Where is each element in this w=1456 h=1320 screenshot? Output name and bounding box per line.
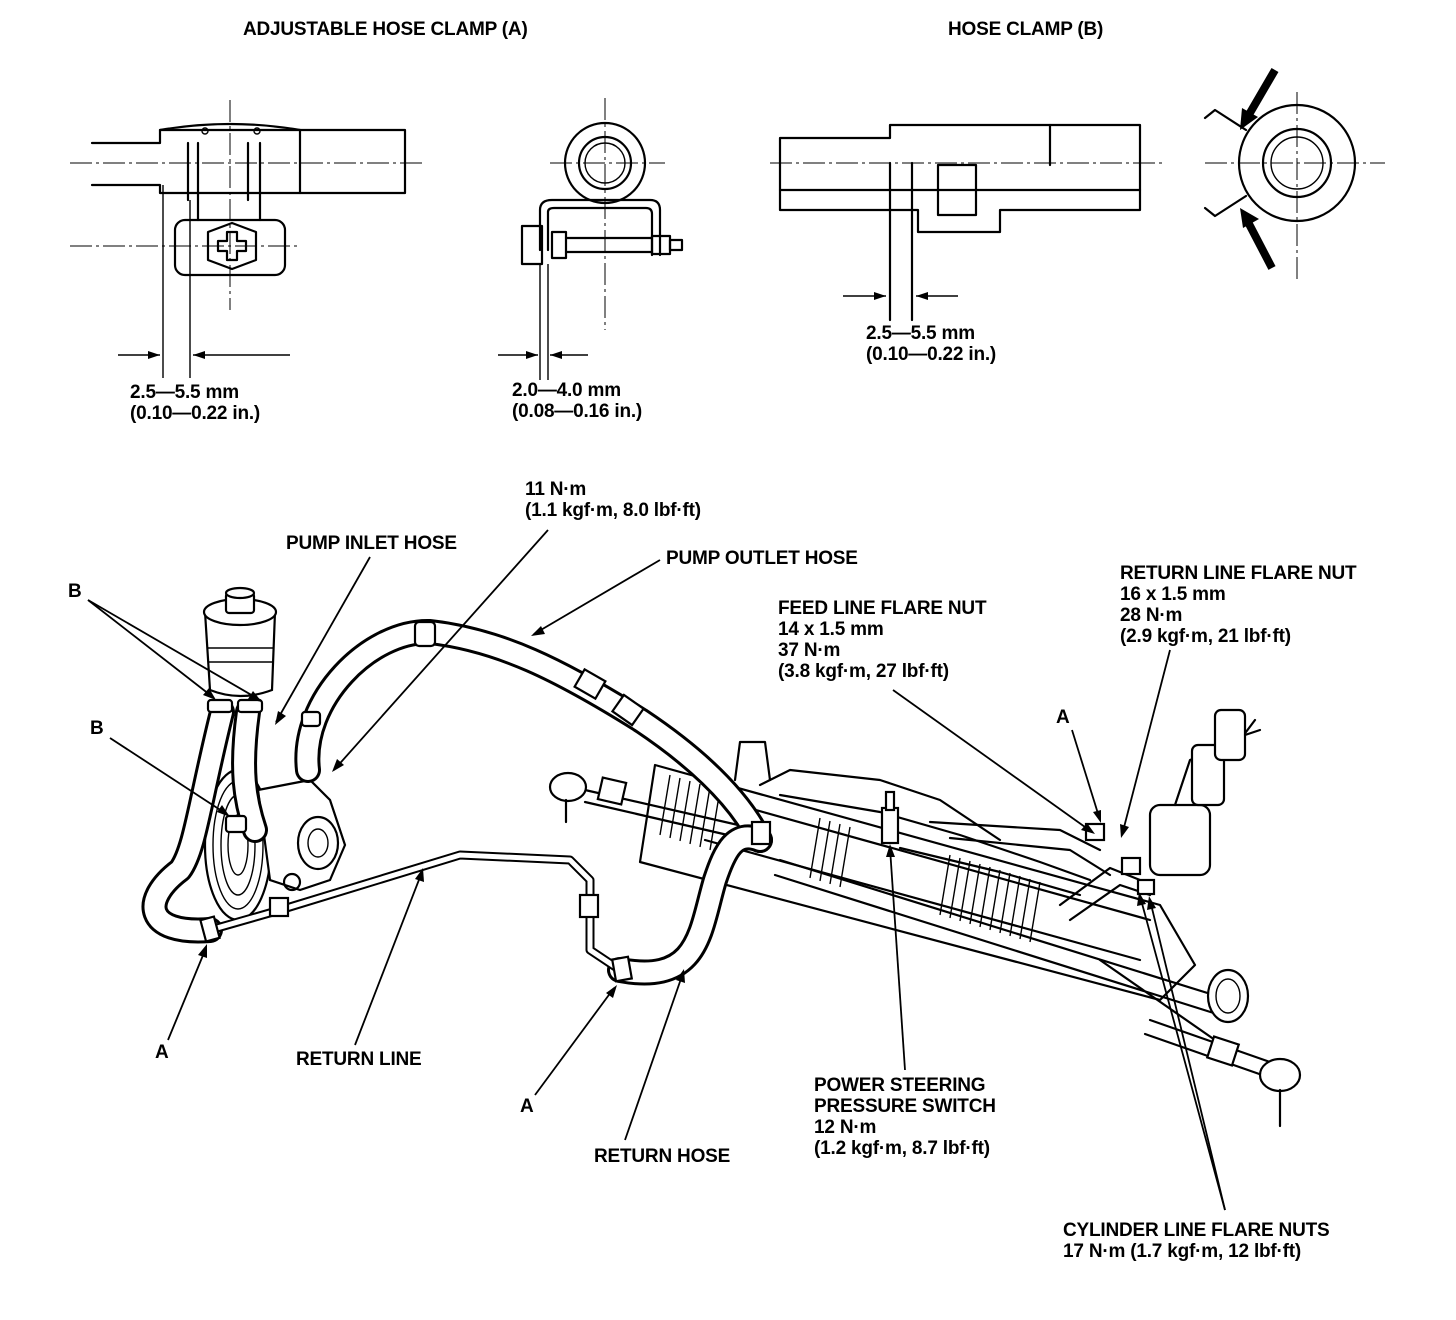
hoses (141, 619, 773, 986)
clamp-a-side-view (70, 100, 425, 378)
pressure-switch-title-1: POWER STEERING (814, 1075, 986, 1096)
pump-bolt-torque-nm: 11 N·m (525, 479, 587, 500)
clamp-a-title: ADJUSTABLE HOSE CLAMP (A) (243, 19, 528, 40)
return-line-flare-nut-size: 16 x 1.5 mm (1120, 584, 1226, 605)
dim-a-side: 2.5—5.5 mm (0.10—0.22 in.) (130, 382, 260, 424)
cylinder-flare-nuts-title: CYLINDER LINE FLARE NUTS (1063, 1220, 1330, 1241)
clamp-b-end-view (1203, 67, 1385, 280)
leader-lines (87, 529, 1226, 1211)
cylinder-flare-nuts-torque: 17 N·m (1.7 kgf·m, 12 lbf·ft) (1063, 1241, 1302, 1262)
feed-line-flare-nut-label: FEED LINE FLARE NUT 14 x 1.5 mm 37 N·m (… (778, 598, 987, 682)
dim-a-side-in: (0.10—0.22 in.) (130, 403, 261, 424)
steering-rack (638, 708, 1262, 1042)
callout-a-left: A (155, 1042, 169, 1063)
clamp-b-side-view (770, 123, 1165, 322)
return-line-label: RETURN LINE (296, 1049, 422, 1070)
pressure-switch-title-2: PRESSURE SWITCH (814, 1096, 996, 1117)
pressure-switch-nm: 12 N·m (814, 1117, 877, 1138)
return-line-flare-nut-imperial: (2.9 kgf·m, 21 lbf·ft) (1120, 626, 1291, 647)
clamp-b-title: HOSE CLAMP (B) (948, 19, 1104, 40)
dim-a-side-mm: 2.5—5.5 mm (130, 382, 239, 403)
callout-b-mid: B (90, 718, 104, 739)
dim-b-side: 2.5—5.5 mm (0.10—0.22 in.) (866, 323, 996, 365)
feed-line-flare-nut-title: FEED LINE FLARE NUT (778, 598, 987, 619)
pump-inlet-hose-label: PUMP INLET HOSE (286, 533, 457, 554)
pressure-switch-label: POWER STEERING PRESSURE SWITCH 12 N·m (1… (814, 1075, 996, 1159)
dim-b-side-in: (0.10—0.22 in.) (866, 344, 997, 365)
dim-a-end-mm: 2.0—4.0 mm (512, 380, 621, 401)
reservoir (202, 586, 278, 698)
callout-a-mid: A (520, 1096, 534, 1117)
callout-b-top: B (68, 581, 82, 602)
return-line-flare-nut-nm: 28 N·m (1120, 605, 1183, 626)
tie-rods (548, 771, 1302, 1128)
callout-a-rack: A (1056, 707, 1070, 728)
feed-line-flare-nut-size: 14 x 1.5 mm (778, 619, 884, 640)
pressure-switch-imperial: (1.2 kgf·m, 8.7 lbf·ft) (814, 1138, 990, 1159)
pump-bolt-torque-imperial: (1.1 kgf·m, 8.0 lbf·ft) (525, 500, 701, 521)
dim-a-end-in: (0.08—0.16 in.) (512, 401, 643, 422)
dim-b-side-mm: 2.5—5.5 mm (866, 323, 975, 344)
feed-line-flare-nut-nm: 37 N·m (778, 640, 841, 661)
power-steering-assembly (141, 586, 1302, 1128)
return-hose-label: RETURN HOSE (594, 1146, 731, 1167)
feed-line-flare-nut-imperial: (3.8 kgf·m, 27 lbf·ft) (778, 661, 949, 682)
dim-a-end: 2.0—4.0 mm (0.08—0.16 in.) (512, 380, 642, 422)
cylinder-flare-nuts-label: CYLINDER LINE FLARE NUTS 17 N·m (1.7 kgf… (1063, 1220, 1330, 1262)
return-line-flare-nut-label: RETURN LINE FLARE NUT 16 x 1.5 mm 28 N·m… (1120, 563, 1357, 647)
clamp-a-end-view (498, 98, 684, 380)
pump-outlet-hose-label: PUMP OUTLET HOSE (666, 548, 858, 569)
pump-bolt-torque: 11 N·m (1.1 kgf·m, 8.0 lbf·ft) (525, 479, 701, 521)
return-line-flare-nut-title: RETURN LINE FLARE NUT (1120, 563, 1357, 584)
